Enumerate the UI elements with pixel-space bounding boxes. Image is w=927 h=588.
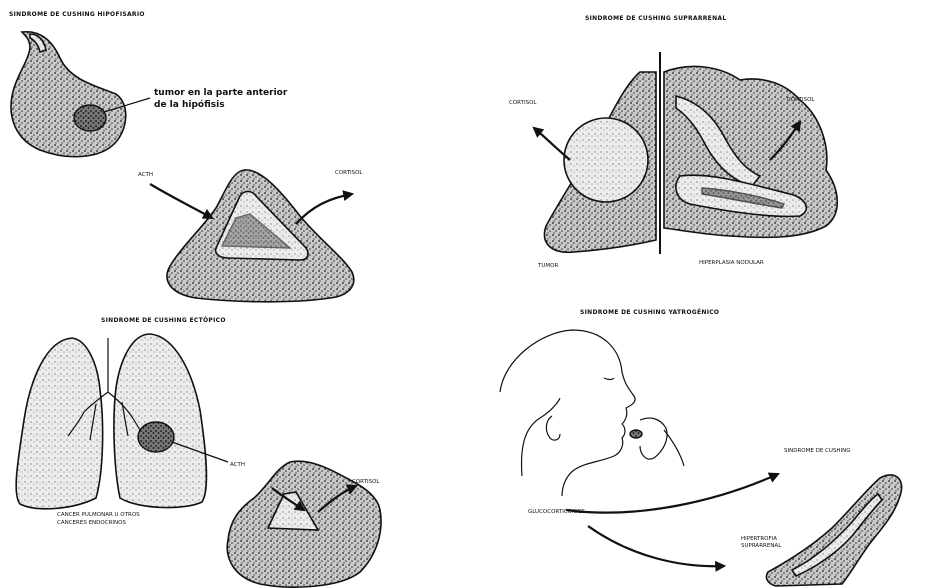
cortisol-label-left: CORTISOL	[509, 100, 536, 106]
cortisol-arrow-left	[534, 128, 570, 160]
acth-arrow-1	[150, 184, 212, 218]
hipertrofia-arrow	[588, 526, 724, 566]
lungs	[16, 334, 228, 509]
acth-label-3: ACTH	[230, 462, 245, 468]
tumor-label-line2: de la hipófisis	[154, 100, 225, 111]
adrenal-gland-1	[167, 170, 354, 302]
hipertrofia-label-line1: HIPERTROFIA	[741, 536, 777, 542]
hipertrofia-label-line2: SUPRARRENAL	[741, 543, 781, 549]
tumor-label-line1: tumor en la parte anterior	[154, 88, 287, 99]
title-ectopico: SINDROME DE CUSHING ECTÓPICO	[101, 317, 226, 324]
sindrome-arrow	[566, 474, 778, 513]
sindrome-label: SINDROME DE CUSHING	[784, 448, 851, 454]
tumor-label: TUMOR	[538, 263, 558, 269]
pill	[630, 430, 642, 438]
adrenal-gland-4	[766, 475, 901, 586]
adrenal-hyperplasia-gland	[664, 66, 837, 237]
cortisol-label-1: CORTISOL	[335, 170, 362, 176]
cancer-label-line1: CANCER PULMONAR U OTROS	[57, 512, 140, 518]
pituitary-gland	[11, 32, 150, 157]
title-suprarrenal: SINDROME DE CUSHING SUPRARRENAL	[585, 15, 726, 22]
cortisol-label-3: CORTISOL	[352, 479, 379, 485]
adrenal-tumor	[564, 118, 648, 202]
cortisol-arrow-1	[296, 194, 352, 224]
person-head	[500, 330, 684, 496]
cancer-label-line2: CANCERES ENDOCRINOS	[57, 520, 126, 526]
cortisol-label-right: CORTISOL	[787, 97, 814, 103]
title-hipofisario: SINDROME DE CUSHING HIPOFISARIO	[9, 11, 145, 18]
acth-label-1: ACTH	[138, 172, 153, 178]
glucocorticoides-label: GLUCOCORTICOIDES	[528, 509, 585, 515]
title-yatrogenico: SINDROME DE CUSHING YATROGÉNICO	[580, 309, 719, 316]
adrenal-tumor-gland	[544, 72, 656, 252]
pituitary-tumor	[74, 105, 106, 131]
lung-tumor	[138, 422, 174, 452]
hiperplasia-label: HIPERPLASIA NODULAR	[699, 260, 764, 266]
